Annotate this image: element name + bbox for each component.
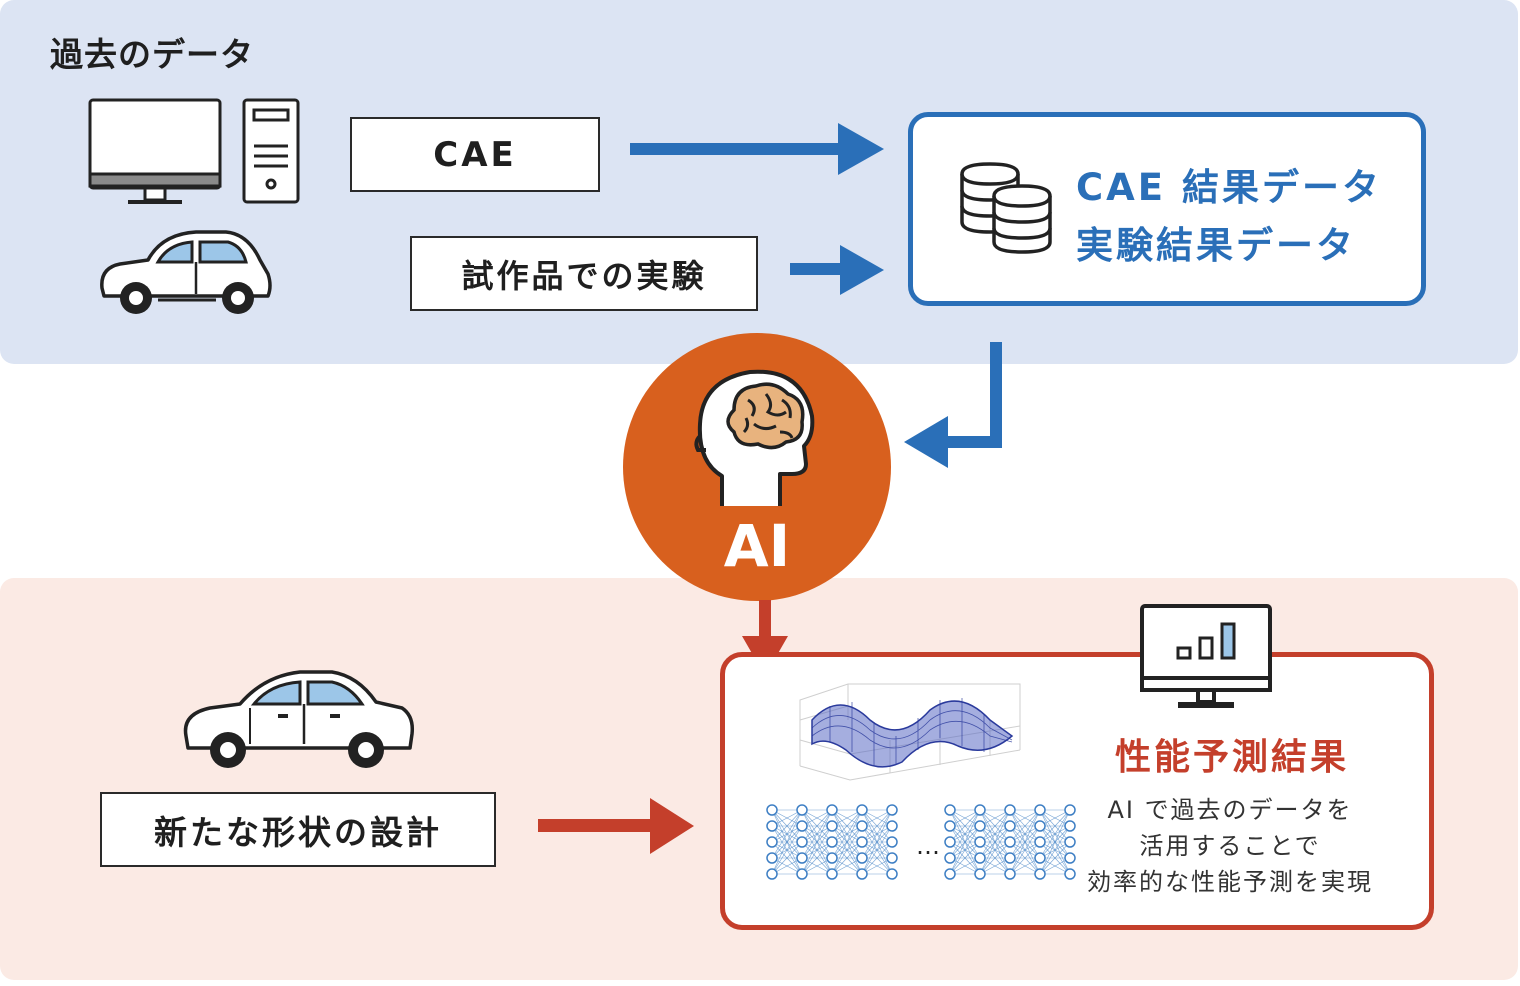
- prediction-result-box: [720, 652, 1434, 930]
- experiment-result-data-text: 実験結果データ: [1076, 224, 1356, 267]
- pc-tower-icon: [242, 98, 300, 204]
- desktop-computer-icon: [88, 98, 222, 204]
- design-to-result-arrow: [538, 798, 694, 854]
- cae-label: CAE: [350, 117, 600, 192]
- 3d-surface-plot-icon: [799, 683, 1021, 781]
- neural-network-icon: [766, 804, 1076, 880]
- experiment-label: 試作品での実験: [410, 236, 758, 311]
- database-icon: [960, 162, 1052, 254]
- ai-label: AI: [723, 512, 791, 580]
- result-desc-line-2: 活用することで: [1139, 832, 1321, 860]
- result-desc-line-3: 効率的な性能予測を実現: [1087, 868, 1373, 896]
- result-desc-line-1: AI で過去のデータを: [1107, 796, 1353, 824]
- data-to-ai-arrow: [904, 342, 1002, 468]
- prediction-result-title: 性能予測結果: [1114, 737, 1349, 778]
- cae-result-data-text: CAE 結果データ: [1076, 166, 1382, 209]
- new-design-label: 新たな形状の設計: [100, 792, 496, 867]
- monitor-bar-chart-icon: [1140, 604, 1272, 708]
- sedan-car-icon: [183, 670, 415, 768]
- cae-to-data-arrow: [630, 123, 884, 175]
- ellipsis-text: …: [916, 832, 940, 860]
- past-data-title: 過去のデータ: [50, 35, 254, 74]
- compact-car-icon: [100, 230, 272, 314]
- experiment-to-data-arrow: [790, 245, 884, 295]
- brain-head-icon: [694, 369, 815, 506]
